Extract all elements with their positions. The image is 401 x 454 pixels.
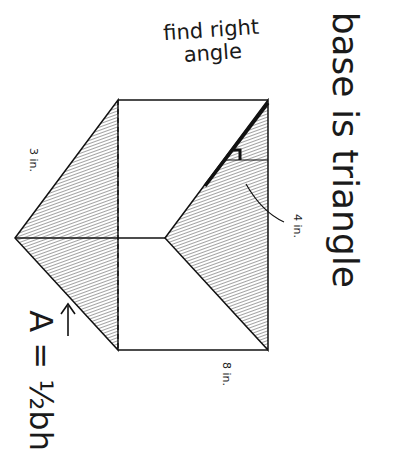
pointer-arrow-head [61,304,75,314]
lateral-edge [15,237,165,239]
hidden-edge [117,100,118,350]
front-triangle-face [165,100,268,350]
dimension-label: 3 in. [27,148,39,172]
dimension-label: 4 in. [291,214,303,238]
note-text: base is triangle [325,12,365,288]
dimension-label: 8 in. [220,362,232,386]
height-line [224,159,268,160]
leader-line [246,184,284,222]
formula-text: A = ½bh [22,310,57,451]
note-text: find right angle [151,15,274,69]
marked-edge [205,103,268,186]
lateral-edge [118,349,268,351]
pointer-arrow [67,306,69,336]
lateral-edge [118,99,268,101]
